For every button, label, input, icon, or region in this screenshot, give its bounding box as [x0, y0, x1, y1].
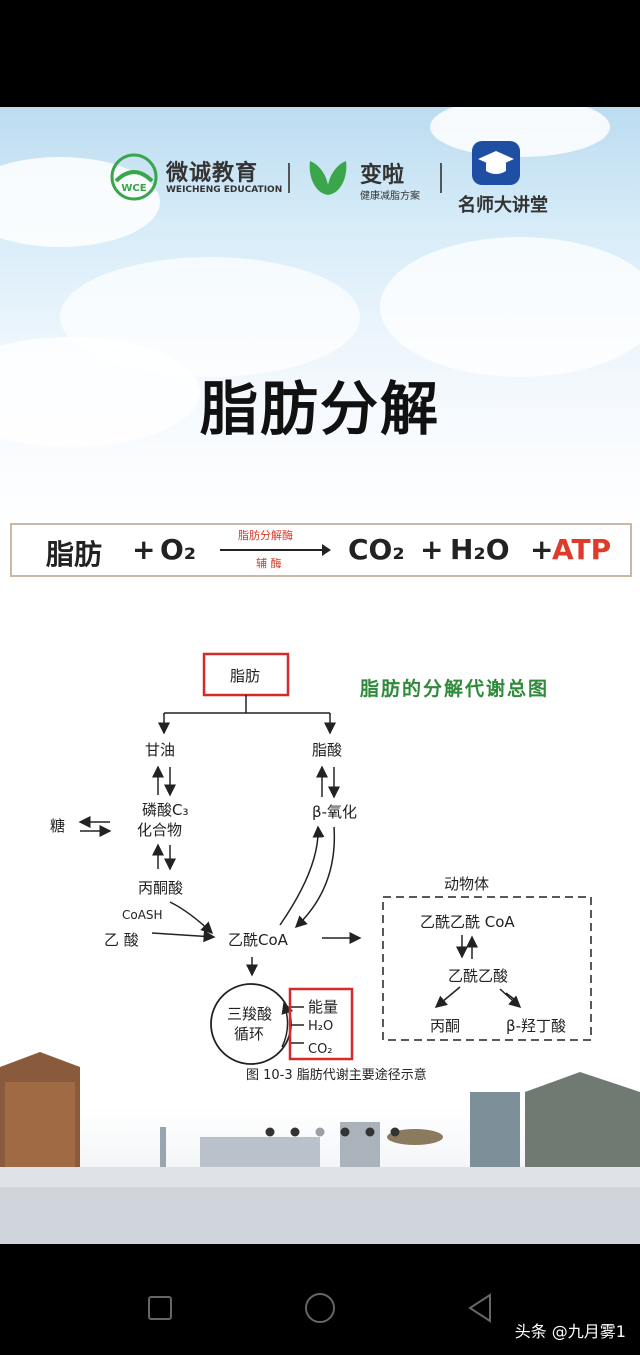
node-energy: 能量 — [308, 998, 338, 1016]
node-acetone: 丙酮 — [430, 1017, 460, 1035]
weicheng-name-en: WEICHENG EDUCATION — [166, 185, 283, 195]
node-acetoacetic: 乙酰乙酸 — [448, 967, 508, 985]
eq-enzyme-top: 脂肪分解酶 — [238, 529, 293, 542]
animal-box — [382, 896, 592, 1041]
node-acid: 乙 酸 — [104, 931, 139, 949]
eq-plus: + — [420, 533, 444, 566]
eq-fat: 脂肪 — [46, 538, 103, 571]
node-acetoacetyl-coa: 乙酰乙酰 CoA — [420, 913, 515, 931]
mingshi-name: 名师大讲堂 — [458, 195, 548, 216]
logo-bar: WCE 微诚教育 WEICHENG EDUCATION 变啦 健康减脂方案 名师… — [0, 141, 640, 225]
cloud — [430, 107, 610, 157]
weicheng-mark: WCE — [121, 183, 146, 194]
pager-dot[interactable] — [365, 1127, 375, 1137]
node-water: H₂O — [308, 1019, 333, 1034]
eq-arrow-head — [322, 544, 331, 556]
tca-circle — [210, 983, 292, 1065]
pager-dot[interactable] — [265, 1127, 275, 1137]
bianla-butterfly-icon — [309, 161, 347, 195]
node-beta-ox: β-氧化 — [312, 803, 357, 821]
pager-dot[interactable] — [315, 1127, 325, 1137]
home-icon[interactable] — [305, 1293, 335, 1323]
node-animal: 动物体 — [444, 875, 489, 893]
eq-arrow — [220, 549, 328, 551]
node-acetyl-coa: 乙酰CoA — [228, 931, 289, 949]
pager-dot[interactable] — [340, 1127, 350, 1137]
slide-title: 脂肪分解 — [199, 375, 440, 443]
pager-dots — [0, 1124, 640, 1143]
pager-dot[interactable] — [290, 1127, 300, 1137]
node-tca-line1: 三羧酸 — [227, 1005, 272, 1023]
weicheng-name: 微诚教育 — [166, 161, 259, 186]
node-c3-line2: 化合物 — [137, 821, 182, 839]
node-hydroxybutyric: β-羟丁酸 — [506, 1017, 566, 1035]
watermark: 头条 @九月雾1 — [514, 1322, 626, 1341]
bianla-name: 变啦 — [360, 163, 405, 188]
pager-dots-svg — [265, 1127, 400, 1137]
node-coash: CoASH — [122, 908, 163, 922]
node-glycerol: 甘油 — [145, 741, 175, 759]
eq-atp: ATP — [552, 533, 612, 566]
city-silhouette — [0, 1052, 640, 1244]
eq-plus: + — [132, 533, 156, 566]
node-co2: CO₂ — [308, 1042, 333, 1057]
pager-dot[interactable] — [390, 1127, 400, 1137]
back-icon[interactable] — [468, 1293, 491, 1323]
bianla-sub: 健康减脂方案 — [360, 191, 420, 202]
weicheng-logo-icon: WCE — [110, 153, 158, 201]
eq-oxygen: O₂ — [160, 533, 197, 566]
recent-apps-icon[interactable] — [148, 1296, 172, 1320]
slide: WCE 微诚教育 WEICHENG EDUCATION 变啦 健康减脂方案 名师… — [0, 107, 640, 1244]
eq-enzyme-bottom: 辅 酶 — [256, 557, 282, 570]
node-fat: 脂肪 — [230, 667, 260, 685]
equation-box: 脂肪 + O₂ 脂肪分解酶 辅 酶 CO₂ + H₂O + ATP — [10, 523, 632, 577]
separator — [288, 163, 290, 193]
eq-plus: + — [530, 533, 554, 566]
node-tca-line2: 循环 — [234, 1025, 264, 1043]
separator — [440, 163, 442, 193]
eq-co2: CO₂ — [348, 533, 405, 566]
products-box — [288, 987, 354, 1061]
node-c3-line1: 磷酸C₃ — [142, 801, 189, 819]
node-pyruvate: 丙酮酸 — [138, 879, 183, 897]
mingshi-cap-icon — [472, 141, 520, 185]
diagram-heading: 脂肪的分解代谢总图 — [360, 677, 549, 700]
android-nav-bar — [0, 1262, 640, 1351]
metabolism-diagram: 脂肪 脂肪的分解代谢总图 甘油 脂酸 糖 磷酸C₃ 化合物 β-氧化 丙酮酸 C… — [0, 652, 640, 1244]
cloud — [0, 337, 200, 447]
cloud — [380, 237, 640, 377]
node-sugar: 糖 — [50, 817, 65, 835]
eq-water: H₂O — [450, 533, 510, 566]
node-fatty-acid: 脂酸 — [312, 741, 342, 759]
diagram-caption: 图 10-3 脂肪代谢主要途径示意 — [246, 1067, 427, 1083]
